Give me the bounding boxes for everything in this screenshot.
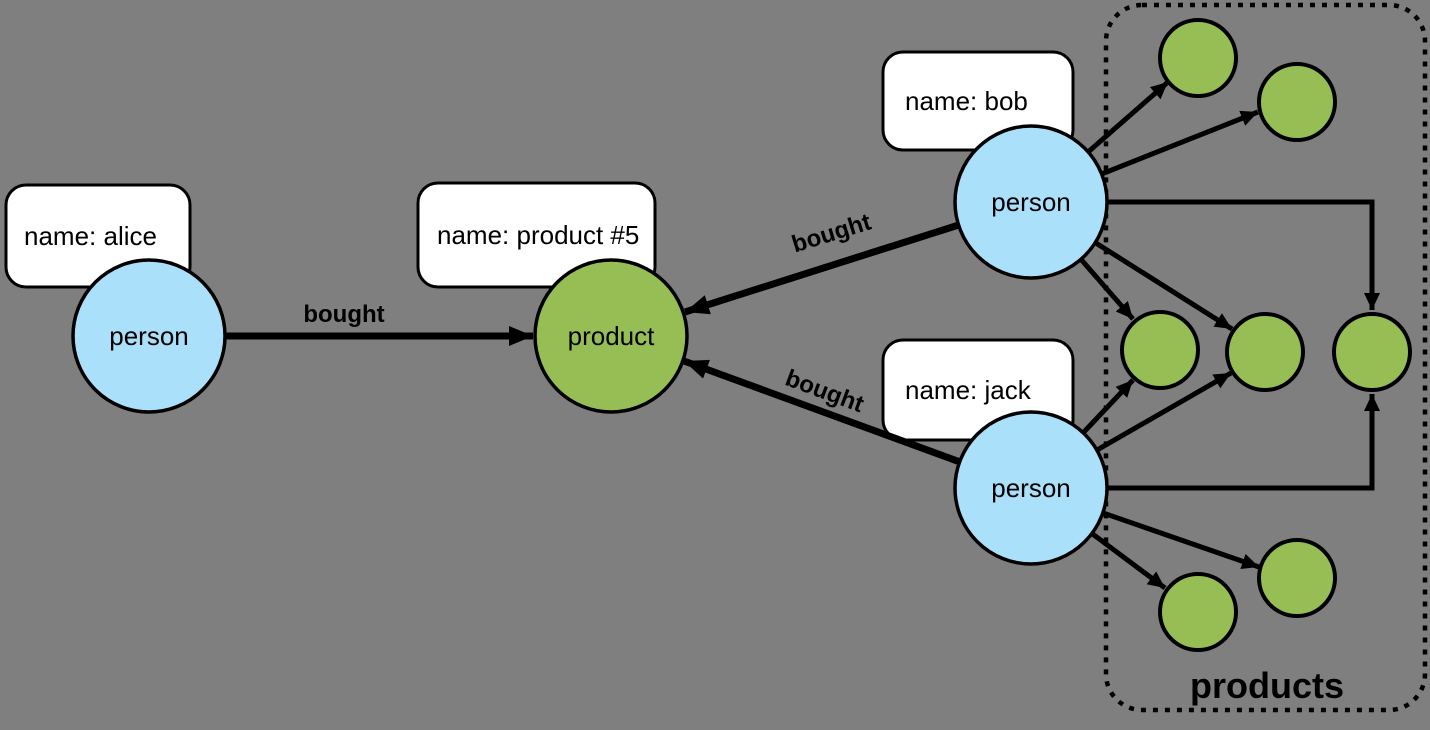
product-node-4 [1225, 312, 1305, 392]
product-node-3 [1120, 310, 1200, 390]
jack-type-label: person [991, 473, 1071, 503]
alice-type-label: person [109, 321, 189, 351]
bob-type-label: person [991, 187, 1071, 217]
node-jack: person [953, 410, 1109, 566]
edge-bob-product-5 [1031, 199, 1380, 310]
node-bob: person [953, 124, 1109, 280]
product-node-7 [1158, 572, 1238, 652]
alice-property-text: name: alice [24, 221, 157, 251]
product-node-1 [1158, 18, 1238, 98]
product-node-6 [1257, 538, 1337, 618]
bob-property-text: name: bob [905, 86, 1028, 116]
jack-property-text: name: jack [905, 375, 1032, 405]
products-group-border [1103, 2, 1428, 713]
product5-property-text: name: product #5 [437, 220, 639, 250]
node-product5: product [533, 258, 689, 414]
products-group-label: products [1190, 665, 1344, 706]
bought-label-alice: bought [303, 301, 384, 328]
nodes: person product person person [71, 124, 1109, 566]
product-node-5 [1332, 312, 1412, 392]
edge-jack-product-5 [1031, 394, 1380, 491]
product-node-2 [1257, 62, 1337, 142]
node-alice: person [71, 258, 227, 414]
anonymous-product-nodes [1120, 18, 1412, 652]
product5-type-label: product [568, 321, 655, 351]
